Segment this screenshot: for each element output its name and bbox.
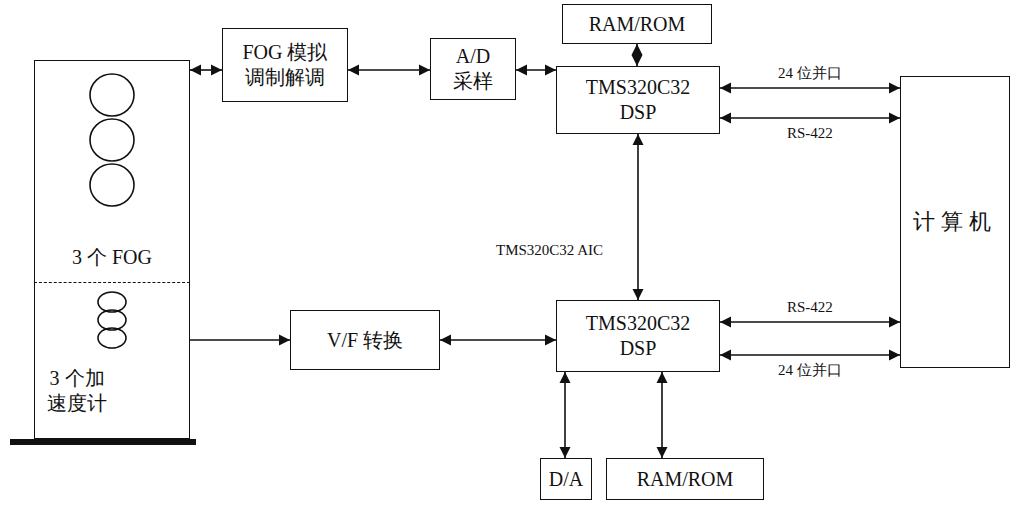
connector-arrow	[636, 44, 638, 66]
fog-coils	[90, 74, 134, 206]
accelerometer-coil	[98, 292, 126, 312]
fog-coil	[90, 74, 134, 116]
computer-box: 计算机	[900, 76, 1010, 368]
node-text: RAM/ROM	[589, 12, 686, 37]
memory-box: RAM/ROM	[562, 4, 712, 44]
processor-box: TMS320C32 DSP	[556, 300, 720, 372]
accelerometer-coil	[98, 310, 126, 330]
process-box: A/D 采样	[430, 38, 516, 100]
connector-arrow	[440, 339, 556, 341]
node-text: 计算机	[913, 208, 997, 236]
accelerometer-coils	[98, 292, 126, 348]
processor-box: TMS320C32 DSP	[556, 66, 720, 134]
converter-box: D/A	[540, 458, 592, 500]
memory-box: RAM/ROM	[606, 458, 764, 500]
connector-arrow	[348, 69, 430, 71]
connector-arrow	[720, 321, 900, 323]
connector-arrow	[720, 87, 900, 89]
base-plate	[10, 439, 196, 445]
edge-label: TMS320C32 AIC	[494, 241, 605, 259]
node-text: V/F 转换	[327, 328, 403, 353]
connector-arrow	[720, 117, 900, 119]
fog-coil	[90, 119, 134, 161]
node-text: TMS320C32 DSP	[578, 75, 698, 125]
gyro-panel: 3 个 FOG	[34, 60, 190, 282]
node-text: TMS320C32 DSP	[578, 311, 698, 361]
node-text: D/A	[549, 467, 583, 492]
accelerometer-coil	[98, 328, 126, 348]
edge-label: 24 位并口	[776, 361, 844, 379]
connector-arrow	[720, 354, 900, 356]
edge-label: RS-422	[785, 124, 835, 142]
node-text: FOG 模拟 调制解调	[235, 40, 335, 90]
connector-arrow	[516, 69, 556, 71]
node-text: RAM/ROM	[637, 467, 734, 492]
fog-coil	[90, 164, 134, 206]
connector-arrow	[637, 134, 639, 300]
edge-label: 24 位并口	[776, 64, 844, 82]
connector-arrow	[190, 69, 222, 71]
node-text: 3 个 FOG	[72, 245, 152, 270]
connector-arrow	[661, 372, 663, 458]
connector-arrow	[190, 339, 290, 341]
accelerometer-panel: 3 个加 速度计	[34, 282, 190, 439]
node-text: 3 个加 速度计	[45, 366, 109, 416]
connector-arrow	[564, 372, 566, 458]
process-box: V/F 转换	[290, 310, 440, 370]
process-box: FOG 模拟 调制解调	[222, 28, 348, 102]
edge-label: RS-422	[785, 298, 835, 316]
node-text: A/D 采样	[442, 44, 504, 94]
